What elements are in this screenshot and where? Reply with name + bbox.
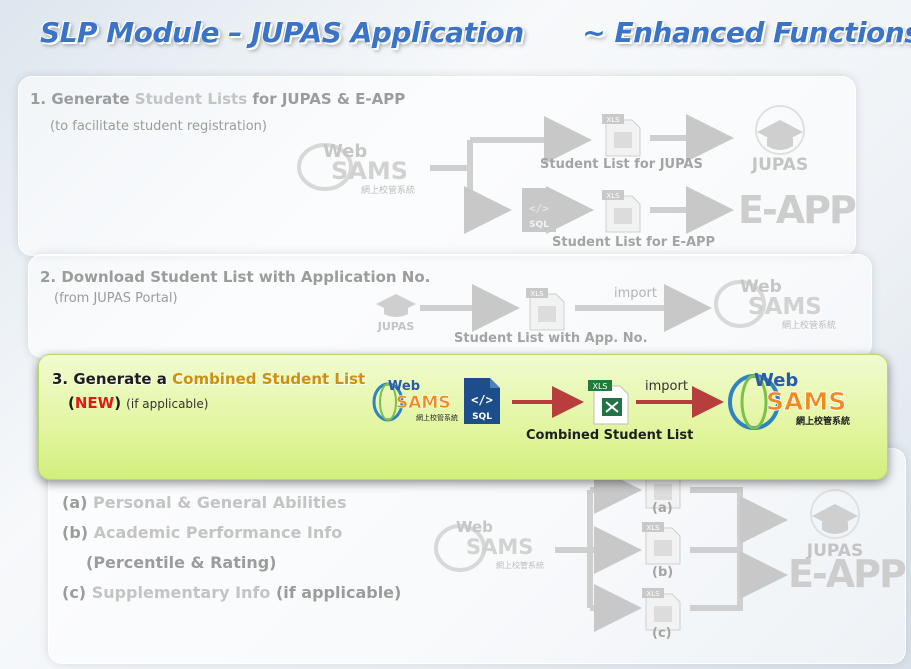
websams-sams-text: SAMS (331, 157, 408, 185)
svg-text:XLS: XLS (592, 382, 607, 391)
step4-item-b-detail: (Percentile & Rating) (86, 553, 277, 572)
tag-c: (c) (652, 626, 672, 641)
svg-text:XLS: XLS (646, 590, 660, 598)
jupas-logo: JUPAS (368, 286, 424, 334)
step1-heading-rest: for JUPAS & E-APP (247, 90, 406, 108)
sql-icon: </> SQL (460, 376, 502, 426)
websams-web-text: Web (323, 141, 367, 162)
svg-text:JUPAS: JUPAS (806, 541, 863, 560)
svg-text:JUPAS: JUPAS (751, 155, 808, 174)
jupas-logo: JUPAS (790, 488, 880, 560)
tag-b: (b) (652, 565, 674, 580)
title-left: SLP Module – JUPAS Application (40, 16, 524, 49)
svg-text:SAMS: SAMS (766, 387, 846, 416)
step2-heading: 2. Download Student List with Applicatio… (40, 268, 430, 286)
import-label: import (614, 286, 657, 301)
svg-text:網上校管系統: 網上校管系統 (496, 560, 544, 570)
svg-text:JUPAS: JUPAS (377, 320, 415, 333)
svg-text:Web: Web (456, 518, 493, 536)
websams-logo-step2: Web SAMS 網上校管系統 (712, 272, 852, 332)
step3-subtitle: (NEW) (if applicable) (68, 394, 209, 412)
step2-number: 2. Download (40, 268, 151, 286)
step3-highlight: Combined Student List (172, 370, 366, 388)
step3-number: 3. Generate a (52, 370, 173, 388)
svg-text:SAMS: SAMS (466, 535, 533, 559)
sql-icon: </> SQL (518, 186, 558, 234)
svg-text:XLS: XLS (606, 116, 620, 124)
svg-text:網上校管系統: 網上校管系統 (416, 413, 458, 422)
step1-highlight: Student Lists (134, 90, 248, 108)
xls-file-icon: XLS (602, 114, 642, 158)
sql-code-text: </> (529, 202, 549, 215)
svg-text:Web: Web (740, 277, 782, 297)
jupas-logo: JUPAS (735, 104, 825, 174)
eapp-logo: E-APP (788, 552, 907, 596)
svg-text:SQL: SQL (472, 412, 492, 422)
step4-item-c: (c) Supplementary Info (if applicable) (62, 583, 402, 602)
import-label-step3: import (645, 379, 688, 394)
websams-logo-step1: Web SAMS 網上校管系統 (295, 135, 435, 195)
label-student-list-jupas: Student List for JUPAS (540, 157, 703, 172)
svg-text:網上校管系統: 網上校管系統 (782, 319, 836, 331)
tag-a: (a) (652, 501, 673, 516)
svg-text:XLS: XLS (606, 192, 620, 200)
step1-subtitle: (to facilitate student registration) (50, 119, 267, 134)
eapp-logo: E-APP (738, 188, 857, 232)
step2-highlight: Student List with Application No. (150, 268, 431, 286)
websams-logo-step4: Web SAMS 網上校管系統 (432, 516, 572, 576)
xls-file-icon: XLS (642, 522, 682, 566)
svg-text:Web: Web (388, 379, 420, 394)
slide-title: SLP Module – JUPAS Application ~ Enhance… (40, 16, 911, 49)
svg-text:XLS: XLS (646, 524, 660, 532)
svg-text:</>: </> (471, 393, 493, 407)
label-combined-student-list: Combined Student List (526, 428, 694, 443)
websams-logo-step3-dest: Web SAMS 網上校管系統 (726, 366, 866, 432)
svg-text:SAMS: SAMS (748, 294, 822, 320)
svg-text:SAMS: SAMS (396, 393, 451, 413)
step4-item-b: (b) Academic Performance Info (62, 523, 343, 542)
xls-file-icon-combined: XLS (588, 380, 632, 426)
step3-heading: 3. Generate a Combined Student List (52, 370, 365, 388)
step3-panel (38, 354, 888, 480)
new-badge: NEW (74, 394, 115, 412)
label-student-list-eapp: Student List for E-APP (552, 235, 716, 250)
svg-text:Web: Web (754, 370, 798, 391)
svg-text:網上校管系統: 網上校管系統 (796, 415, 850, 427)
websams-logo-step3: Web SAMS 網上校管系統 (370, 376, 460, 424)
xls-file-icon: XLS (602, 190, 642, 234)
step4-item-a: (a) Personal & General Abilities (62, 493, 347, 512)
xls-file-icon: XLS (642, 588, 682, 632)
step1-heading: 1. Generate Student Lists for JUPAS & E-… (30, 90, 405, 108)
step1-number: 1. Generate (30, 90, 135, 108)
sql-text: SQL (529, 220, 549, 230)
title-right: ~ Enhanced Functions (582, 16, 911, 49)
websams-chinese-text: 網上校管系統 (361, 184, 415, 195)
svg-text:XLS: XLS (530, 290, 544, 298)
xls-file-icon: XLS (526, 288, 566, 332)
step2-subtitle: (from JUPAS Portal) (54, 291, 178, 306)
label-student-list-app-no: Student List with App. No. (454, 331, 648, 346)
